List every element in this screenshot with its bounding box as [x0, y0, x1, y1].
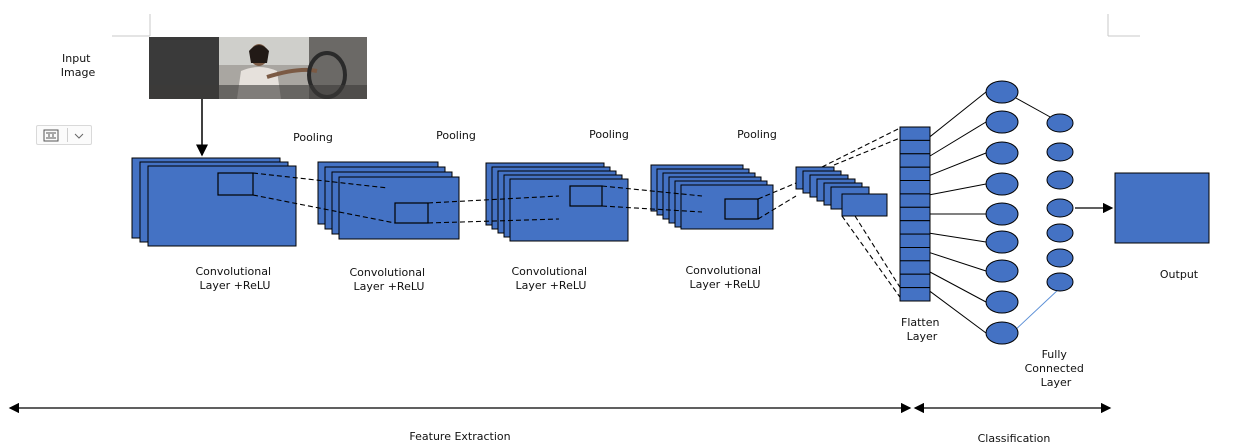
fc-node — [1046, 223, 1074, 243]
flatten-cell — [899, 273, 931, 289]
page-corner-marks — [112, 14, 1140, 37]
fc-nodes — [985, 80, 1074, 345]
fc-connections — [929, 91, 1061, 334]
input-image-label: Input Image — [61, 52, 96, 79]
fc-node — [1046, 170, 1074, 190]
flatten-cell — [899, 206, 931, 222]
fc-node — [1046, 248, 1074, 268]
conv-layer-label-1: Convolutional Layer +ReLU — [195, 265, 274, 292]
fc-node — [985, 259, 1019, 283]
flatten-cell — [899, 247, 931, 262]
conv-layer-block-1 — [131, 157, 297, 247]
pooling-label: Pooling — [737, 128, 777, 141]
feature-extraction-label: Feature Extraction — [409, 430, 510, 442]
final-feature-maps — [795, 166, 888, 217]
receptive-field-connectors — [252, 127, 909, 301]
flatten-to-fc-edge — [929, 252, 987, 272]
flatten-cell — [899, 126, 931, 141]
fc-edge — [1015, 97, 1053, 119]
layout-options-button[interactable] — [36, 125, 92, 145]
fc-node — [985, 141, 1019, 165]
flatten-to-fc-edge — [929, 152, 987, 176]
conv-layer-block-3 — [485, 162, 629, 242]
flatten-cell — [899, 166, 931, 182]
fc-node — [1046, 142, 1074, 162]
conv-layer-label-2: Convolutional Layer +ReLU — [349, 266, 428, 293]
flatten-to-fc-edge — [929, 91, 987, 138]
conv-layer-block-4 — [650, 164, 774, 230]
classification-label: Classification — [978, 432, 1051, 442]
conv-layer-label-4: Convolutional Layer +ReLU — [685, 264, 764, 291]
flatten-to-fc-edge — [929, 121, 987, 157]
flatten-cell — [899, 139, 931, 155]
fc-node — [1046, 113, 1074, 133]
flatten-cell — [899, 153, 931, 168]
flatten-layer-label: Flatten Layer — [901, 316, 943, 343]
pooling-label: Pooling — [589, 128, 629, 141]
fc-edge-highlight — [1011, 287, 1061, 334]
chevron-down-icon — [74, 133, 84, 139]
fc-node — [1046, 272, 1074, 292]
fc-node — [985, 321, 1019, 345]
flatten-cell — [899, 233, 931, 249]
flatten-cell — [899, 193, 931, 208]
fc-node — [985, 230, 1019, 254]
input-image-photo — [149, 37, 367, 99]
fully-connected-label: Fully Connected Layer — [1025, 348, 1088, 389]
fc-node — [1046, 198, 1074, 218]
flatten-cell — [899, 180, 931, 195]
fc-node — [985, 290, 1019, 314]
output-block — [1114, 172, 1210, 244]
fc-node — [985, 80, 1019, 104]
output-label: Output — [1160, 268, 1199, 281]
layout-options-icon — [43, 129, 84, 142]
conv-layer-block-2 — [317, 161, 460, 240]
flatten-to-fc-edge — [929, 232, 987, 243]
flatten-cell — [899, 260, 931, 275]
fc-node — [985, 202, 1019, 226]
fc-node — [985, 172, 1019, 196]
flatten-to-fc-edge — [929, 183, 987, 196]
flatten-cell — [899, 220, 931, 235]
flatten-to-fc-edge — [929, 271, 987, 303]
flatten-layer-column — [899, 126, 931, 302]
pooling-label: Pooling — [293, 131, 333, 144]
conv-layer-label-3: Convolutional Layer +ReLU — [511, 265, 590, 292]
fc-node — [985, 110, 1019, 134]
flatten-to-fc-edge — [929, 290, 987, 334]
flatten-cell — [899, 287, 931, 302]
pooling-label: Pooling — [436, 129, 476, 142]
